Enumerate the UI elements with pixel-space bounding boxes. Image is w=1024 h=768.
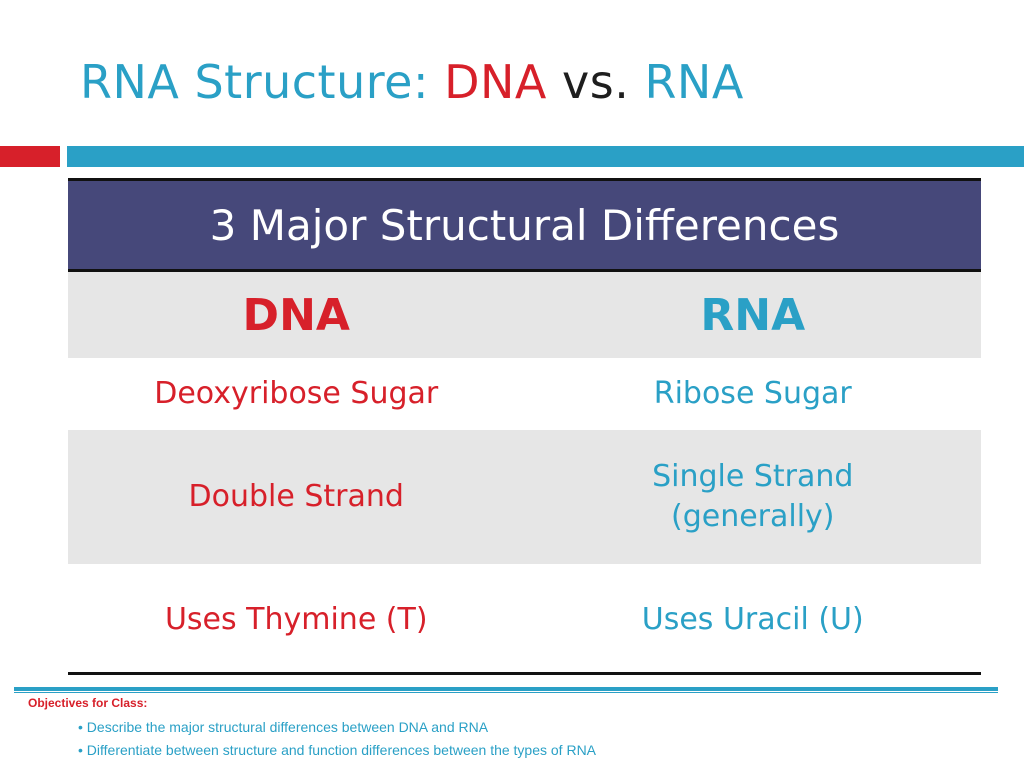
footer-divider-thin (14, 692, 998, 693)
comparison-table: 3 Major Structural Differences DNA RNA D… (68, 178, 981, 676)
objective-item: • Describe the major structural differen… (78, 719, 489, 735)
column-header-rna: RNA (524, 270, 981, 358)
rna-cell: Single Strand (generally) (524, 430, 981, 564)
table-row: Double Strand Single Strand (generally) (68, 430, 981, 564)
rna-cell-text-line1: Single Strand (652, 459, 854, 494)
footer-divider-thick (14, 687, 998, 691)
rna-cell-text-line2: (generally) (670, 499, 835, 534)
table-header: 3 Major Structural Differences (68, 178, 981, 272)
accent-bar-red (0, 146, 60, 167)
objectives-title: Objectives for Class: (28, 696, 148, 710)
slide-title: RNA Structure: DNA vs. RNA (80, 52, 744, 112)
table-row: Uses Thymine (T) Uses Uracil (U) (68, 564, 981, 676)
table-bottom-border (68, 672, 981, 675)
rna-cell: Ribose Sugar (524, 358, 981, 430)
dna-cell: Deoxyribose Sugar (68, 358, 525, 430)
rna-cell: Uses Uracil (U) (524, 564, 981, 676)
table-header-row: 3 Major Structural Differences (68, 178, 981, 272)
rna-cell-text: Uses Uracil (U) (641, 602, 864, 637)
dna-cell: Double Strand (68, 430, 525, 564)
title-part-rna-structure: RNA Structure: (80, 55, 445, 109)
table-row: Deoxyribose Sugar Ribose Sugar (68, 358, 981, 430)
title-part-vs: vs. (546, 55, 645, 109)
title-part-rna: RNA (644, 55, 744, 109)
objective-item: • Differentiate between structure and fu… (78, 742, 597, 758)
rna-cell-text: Ribose Sugar (653, 376, 852, 411)
column-header-dna: DNA (68, 270, 525, 358)
objectives-list: • Describe the major structural differen… (78, 716, 596, 762)
title-part-dna: DNA (444, 55, 547, 109)
column-header-row: DNA RNA (68, 270, 981, 358)
dna-cell: Uses Thymine (T) (68, 564, 525, 676)
accent-bar-teal (67, 146, 1024, 167)
